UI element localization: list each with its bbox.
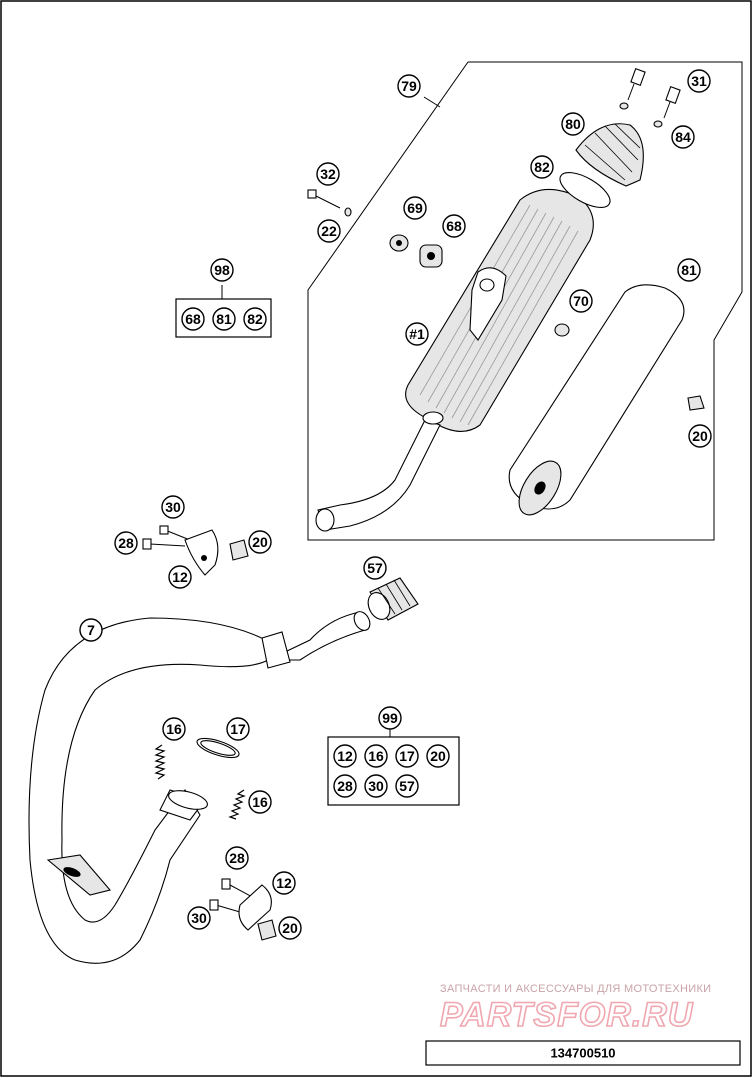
callout-kit-99-row1-item-2: 17	[395, 744, 419, 768]
callout-spring-clip-right: 20	[688, 424, 712, 448]
callout-bracket-lower-screw: 28	[225, 846, 249, 870]
callout-kit-98-item-1: 81	[212, 307, 236, 331]
callout-number: 68	[185, 311, 201, 327]
callout-washer-end-cap: 84	[671, 125, 695, 149]
callout-number: 70	[573, 293, 589, 309]
callout-number: 84	[675, 129, 691, 145]
callout-kit-98-item-0: 68	[181, 307, 205, 331]
silencer-packing	[508, 284, 685, 516]
spring-left	[154, 744, 166, 780]
top-screw	[307, 189, 352, 217]
callout-number: 12	[276, 875, 292, 891]
callout-number: 20	[282, 920, 298, 936]
callout-number: 57	[367, 560, 383, 576]
seal-sleeve	[367, 577, 419, 621]
callout-number: 79	[401, 78, 417, 94]
callout-number: 57	[399, 778, 415, 794]
callout-spring-left: 16	[162, 717, 186, 741]
callout-spring-right: 16	[248, 790, 272, 814]
side-washer	[554, 323, 570, 337]
callout-kit-99-row2-item-0: 28	[333, 774, 357, 798]
callout-kit-99-row2-item-1: 30	[364, 774, 388, 798]
callout-manifold: 7	[79, 618, 103, 642]
spring-right	[228, 789, 246, 820]
callout-screw-top: 32	[316, 162, 340, 186]
callout-number: 30	[191, 910, 207, 926]
callout-packing: 81	[677, 258, 701, 282]
callout-number: 30	[368, 778, 384, 794]
callout-clip-lower: 20	[278, 916, 302, 940]
callout-number: 99	[382, 710, 398, 726]
callout-kit-99: 99	[378, 706, 402, 730]
callout-number: 22	[321, 223, 337, 239]
callout-number: 98	[214, 262, 230, 278]
callout-kit-98-item-2: 82	[243, 307, 267, 331]
callout-number: 20	[692, 428, 708, 444]
callout-number: 68	[446, 218, 462, 234]
callout-bracket-lower: 12	[272, 871, 296, 895]
callout-number: 16	[252, 794, 268, 810]
callout-kit-99-row1-item-1: 16	[364, 744, 388, 768]
silencer-end-cap	[575, 123, 644, 187]
diagram-code: 134700510	[550, 1046, 615, 1061]
callout-o-ring: 82	[530, 155, 554, 179]
callout-number: 17	[399, 748, 415, 764]
silencer-o-ring	[559, 172, 611, 208]
callout-number: 82	[247, 311, 263, 327]
callout-number: 31	[691, 73, 707, 89]
end-cap-screws	[619, 68, 681, 128]
callout-bracket-screw-left: 28	[114, 531, 138, 555]
callout-number: 81	[681, 262, 697, 278]
callout-washer-bracket: 69	[403, 196, 427, 220]
silencer-set-outline	[307, 61, 743, 541]
exhaust-manifold	[28, 611, 371, 964]
callout-end-cap: 80	[561, 112, 585, 136]
watermark-logo: PARTSFOR.RU	[440, 996, 694, 1034]
callout-o-ring-manifold: 17	[226, 717, 250, 741]
callout-number: 30	[165, 499, 181, 515]
callout-number: 69	[407, 200, 423, 216]
callout-clip-upper: 20	[248, 530, 272, 554]
callout-number: 81	[216, 311, 232, 327]
callout-number: 7	[87, 622, 95, 638]
silencer-body	[315, 188, 594, 532]
callout-kit-99-row2-item-2: 57	[395, 774, 419, 798]
rubber-bush	[419, 244, 443, 268]
callout-silencer-set: 79	[397, 74, 421, 98]
callout-bracket-screw-top: 30	[161, 495, 185, 519]
callout-rubber-bush: 68	[442, 214, 466, 238]
callout-number: 16	[166, 721, 182, 737]
watermark-tagline: ЗАПЧАСТИ И АКСЕССУАРЫ ДЛЯ МОТОТЕХНИКИ	[440, 983, 711, 995]
callout-washer-top: 22	[317, 219, 341, 243]
callout-number: 12	[172, 569, 188, 585]
callout-number: 28	[229, 850, 245, 866]
lower-bracket	[209, 878, 277, 941]
upper-bracket	[142, 525, 249, 576]
callout-number: 12	[337, 748, 353, 764]
callout-number: 82	[534, 159, 550, 175]
callout-number: 16	[368, 748, 384, 764]
callout-number: 20	[252, 534, 268, 550]
callout-kit-98: 98	[210, 258, 234, 282]
callout-number: 28	[337, 778, 353, 794]
callout-bracket-upper: 12	[168, 565, 192, 589]
callout-number: #1	[409, 326, 425, 342]
callout-seal-sleeve: 57	[363, 556, 387, 580]
callout-kit-99-row1-item-0: 12	[333, 744, 357, 768]
callout-bracket-lower-screw2: 30	[187, 906, 211, 930]
callout-number: 17	[230, 721, 246, 737]
callout-number: 80	[565, 116, 581, 132]
callout-silencer-body: #1	[405, 322, 429, 346]
diagram-code-box	[425, 1040, 741, 1066]
callout-number: 32	[320, 166, 336, 182]
callout-number: 20	[430, 748, 446, 764]
callout-washer-side: 70	[569, 289, 593, 313]
callout-kit-99-row1-item-3: 20	[426, 744, 450, 768]
callout-number: 28	[118, 535, 134, 551]
callout-screw-end-cap: 31	[687, 69, 711, 93]
spring-clip-right	[687, 395, 705, 411]
